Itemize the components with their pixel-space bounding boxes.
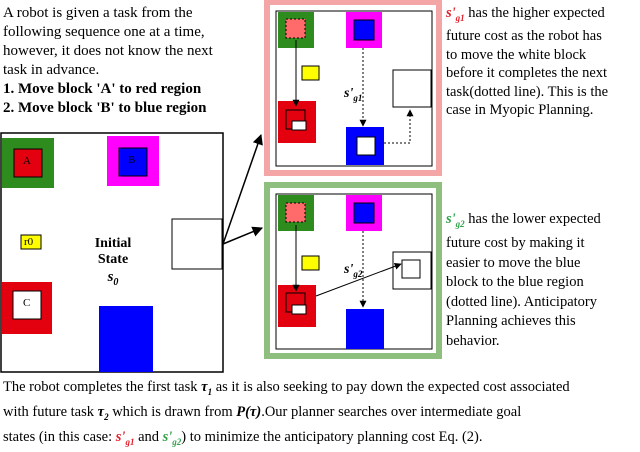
panel1-desc-line-0: s'g1 has the higher expected <box>446 5 605 23</box>
panel2-desc-line: Planning achieves this <box>446 313 576 330</box>
panel1-dotted-arrow-right <box>384 109 414 144</box>
panel1-desc-line: to move the white block <box>446 46 587 63</box>
bottom-caption: The robot completes the first task τ1 as… <box>3 377 570 452</box>
block-a-label: A <box>23 155 31 167</box>
initial-state-symbol: s0 <box>107 269 119 288</box>
block-b-label: B <box>128 154 136 166</box>
sg2-symbol: s'g2 <box>162 428 182 447</box>
tau1-symbol: τ1 <box>201 379 213 397</box>
block-c <box>12 290 42 320</box>
task-2: 2. Move block 'B' to blue region <box>3 100 207 116</box>
blue-region <box>99 306 153 372</box>
panel2-symbol: s'g2 <box>446 211 465 229</box>
panel1-robot <box>301 65 320 81</box>
tau2-symbol: τ2 <box>97 403 109 422</box>
intro-line: following sequence one at a time, <box>3 24 205 40</box>
panel2-desc-line: behavior. <box>446 332 500 349</box>
panel2-solid-arrow-right <box>315 262 402 297</box>
panel2-state-label: s'g2 <box>344 262 363 279</box>
block-c-label: C <box>23 297 31 309</box>
block-b <box>118 147 148 177</box>
intro-text: A robot is given a task from the followi… <box>3 4 213 118</box>
arrow-to-panel1 <box>222 134 263 245</box>
panel1-state-label: s'g1 <box>344 86 363 103</box>
panel1-desc-line: case in Myopic Planning. <box>446 102 594 119</box>
caption-line-1: The robot completes the first task τ1 as… <box>3 379 570 397</box>
panel1-white-block <box>356 136 376 156</box>
p-tau-symbol: P(τ) <box>236 403 262 420</box>
panel1-desc-line: before it completes the next <box>446 65 608 82</box>
panel2-robot <box>301 255 320 271</box>
panel2-desc-line: (dotted line). Anticipatory <box>446 293 598 310</box>
panel2-description: s'g2 has the lower expected future cost … <box>446 210 601 351</box>
robot-r0 <box>20 234 42 250</box>
intro-line: A robot is given a task from the <box>3 5 193 21</box>
sg1-symbol: s'g1 <box>115 428 135 447</box>
intro-line: task in advance. <box>3 62 100 78</box>
panel1-ghost-block <box>285 18 306 39</box>
panel1-robot-icon <box>291 120 307 131</box>
panel1-description: s'g1 has the higher expected future cost… <box>446 4 608 120</box>
panel1-blue-block <box>353 19 375 41</box>
arrow-to-panel2 <box>222 226 263 245</box>
caption-line-3: states (in this case: s'g1 and s'g2) to … <box>3 428 483 447</box>
panel2-blue-block <box>353 202 375 224</box>
panel2-desc-line: easier to move the blue <box>446 254 581 271</box>
panel2-white-block <box>401 259 421 279</box>
panel1-desc-line: task(dotted line). This is the <box>446 83 609 100</box>
caption-line-2: with future task τ2 which is drawn from … <box>3 403 522 422</box>
panel2-blue-region <box>346 309 384 349</box>
panel2-robot-icon <box>291 304 307 315</box>
panel2-ghost-block <box>285 202 306 223</box>
initial-state-title: Initial State s0 <box>78 236 148 288</box>
diagram-canvas <box>0 0 442 373</box>
panel2-desc-line-0: s'g2 has the lower expected <box>446 211 601 229</box>
block-a <box>13 148 43 178</box>
robot-r0-label: r0 <box>24 236 34 248</box>
panel2-desc-line: block to the blue region <box>446 274 584 291</box>
initial-state-title-text: Initial State <box>94 236 132 267</box>
panel1-symbol: s'g1 <box>446 5 465 23</box>
panel2-desc-line: future cost by making it <box>446 235 585 252</box>
panel1-desc-line: future cost as the robot has <box>446 28 602 45</box>
white-region <box>171 218 223 270</box>
task-1: 1. Move block 'A' to red region <box>3 81 202 97</box>
panel1-empty-region <box>392 69 432 108</box>
intro-line: however, it does not know the next <box>3 43 213 59</box>
